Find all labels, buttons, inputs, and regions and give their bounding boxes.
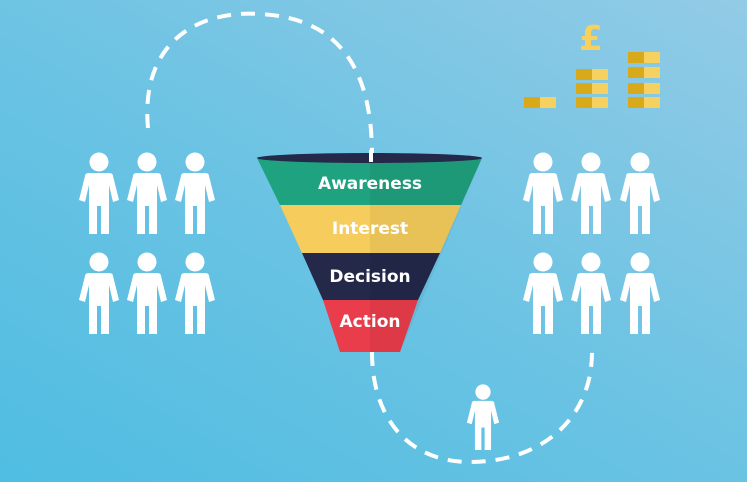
person-icon [571,252,611,334]
person-icon [175,252,215,334]
person-icon [79,152,119,234]
pound-sign-icon: £ [579,19,603,59]
stage-label-decision: Decision [329,267,410,287]
funnel: Awareness Interest Decision Action [257,150,482,352]
stage-decision [302,253,440,300]
dashed-path-top [145,11,374,156]
person-icon [127,252,167,334]
coin-stacks-icon: £ [524,19,660,108]
stage-label-interest: Interest [332,219,408,239]
people-left [79,152,215,334]
dashed-path-bottom [370,351,594,465]
stage-action [323,300,418,352]
person-icon [523,152,563,234]
stage-interest [280,205,461,253]
people-right [523,152,660,334]
person-icon [620,152,660,234]
stage-label-action: Action [340,312,401,332]
person-icon [523,252,563,334]
person-icon [175,152,215,234]
person-icon [79,252,119,334]
person-icon [127,152,167,234]
stage-label-awareness: Awareness [318,174,422,194]
stage-awareness [257,158,482,205]
person-icon [571,152,611,234]
person-icon [620,252,660,334]
person-icon [466,384,500,450]
